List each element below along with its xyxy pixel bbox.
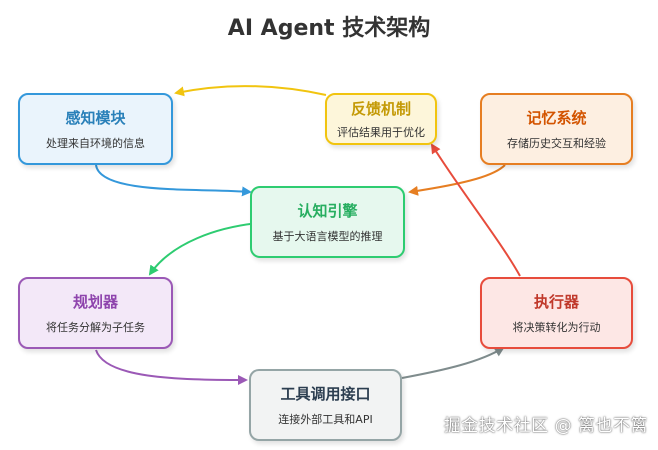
node-description: 将决策转化为行动	[512, 321, 601, 334]
node-cognitive-engine: 认知引擎 基于大语言模型的推理	[250, 186, 405, 258]
node-description: 评估结果用于优化	[337, 126, 425, 139]
edge-tools-executor	[401, 346, 505, 379]
node-description: 将任务分解为子任务	[46, 321, 145, 334]
node-executor: 执行器 将决策转化为行动	[480, 277, 633, 349]
node-title: 认知引擎	[297, 202, 358, 220]
node-title: 工具调用接口	[280, 385, 371, 403]
edge-planner-tools	[95, 349, 248, 385]
watermark: 掘金技术社区 @ 篱也不篱	[443, 416, 648, 436]
edge-memory-cognition	[408, 164, 506, 196]
diagram-title: AI Agent 技术架构	[227, 16, 431, 41]
node-title: 规划器	[72, 293, 118, 311]
edge-perception-cognition	[95, 164, 252, 197]
node-title: 感知模块	[65, 109, 126, 127]
node-title: 记忆系统	[526, 109, 587, 127]
node-description: 处理来自环境的信息	[46, 137, 145, 150]
edge-feedback-perception	[174, 85, 327, 97]
node-title: 反馈机制	[350, 100, 411, 118]
edge-executor-feedback	[430, 143, 521, 277]
node-description: 基于大语言模型的推理	[272, 230, 383, 243]
node-feedback-mechanism: 反馈机制 评估结果用于优化	[325, 93, 437, 145]
node-perception-module: 感知模块 处理来自环境的信息	[18, 93, 173, 165]
node-tool-interface: 工具调用接口 连接外部工具和API	[249, 369, 402, 441]
node-planner: 规划器 将任务分解为子任务	[18, 277, 173, 349]
node-description: 连接外部工具和API	[278, 413, 373, 426]
node-description: 存储历史交互和经验	[507, 137, 606, 150]
node-memory-system: 记忆系统 存储历史交互和经验	[480, 93, 633, 165]
node-title: 执行器	[533, 293, 579, 311]
